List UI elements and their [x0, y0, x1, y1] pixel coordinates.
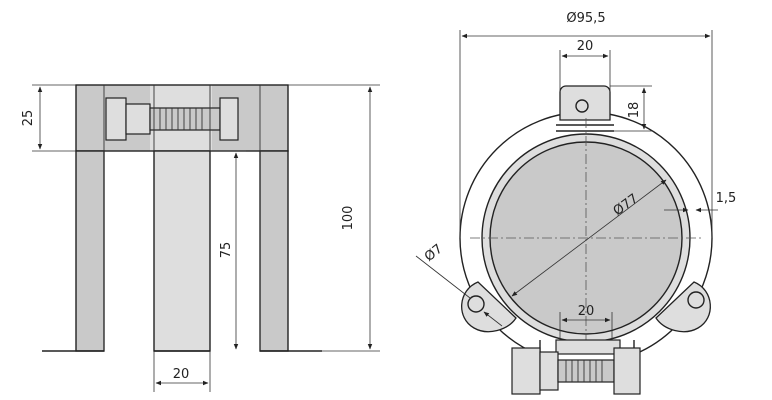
bottom-bolt — [511, 347, 641, 395]
dim-1-5-label: 1,5 — [716, 191, 737, 206]
upper-tab — [556, 85, 614, 132]
dim-25-label: 25 — [21, 110, 36, 127]
dim-75-label: 75 — [219, 242, 234, 259]
dim-20-bottom-label: 20 — [173, 367, 190, 382]
right-ear — [655, 281, 711, 333]
dim-95-5-label: Ø95,5 — [566, 11, 605, 26]
front-view: Ø77 Ø95,5 20 18 — [415, 11, 737, 395]
dim-20-front-bottom-label: 20 — [578, 304, 595, 319]
right-leg — [260, 151, 288, 351]
left-leg — [76, 151, 104, 351]
center-column — [154, 151, 210, 351]
dim-100-label: 100 — [341, 206, 356, 231]
left-ear — [461, 281, 517, 333]
dim-7-label: Ø7 — [422, 242, 446, 265]
left-hole — [467, 295, 485, 313]
side-view: 25 75 100 20 — [21, 84, 380, 392]
dim-18-label: 18 — [627, 102, 642, 119]
dim-20-top-label: 20 — [577, 39, 594, 54]
side-bolt — [105, 97, 239, 141]
right-hole — [687, 291, 705, 309]
